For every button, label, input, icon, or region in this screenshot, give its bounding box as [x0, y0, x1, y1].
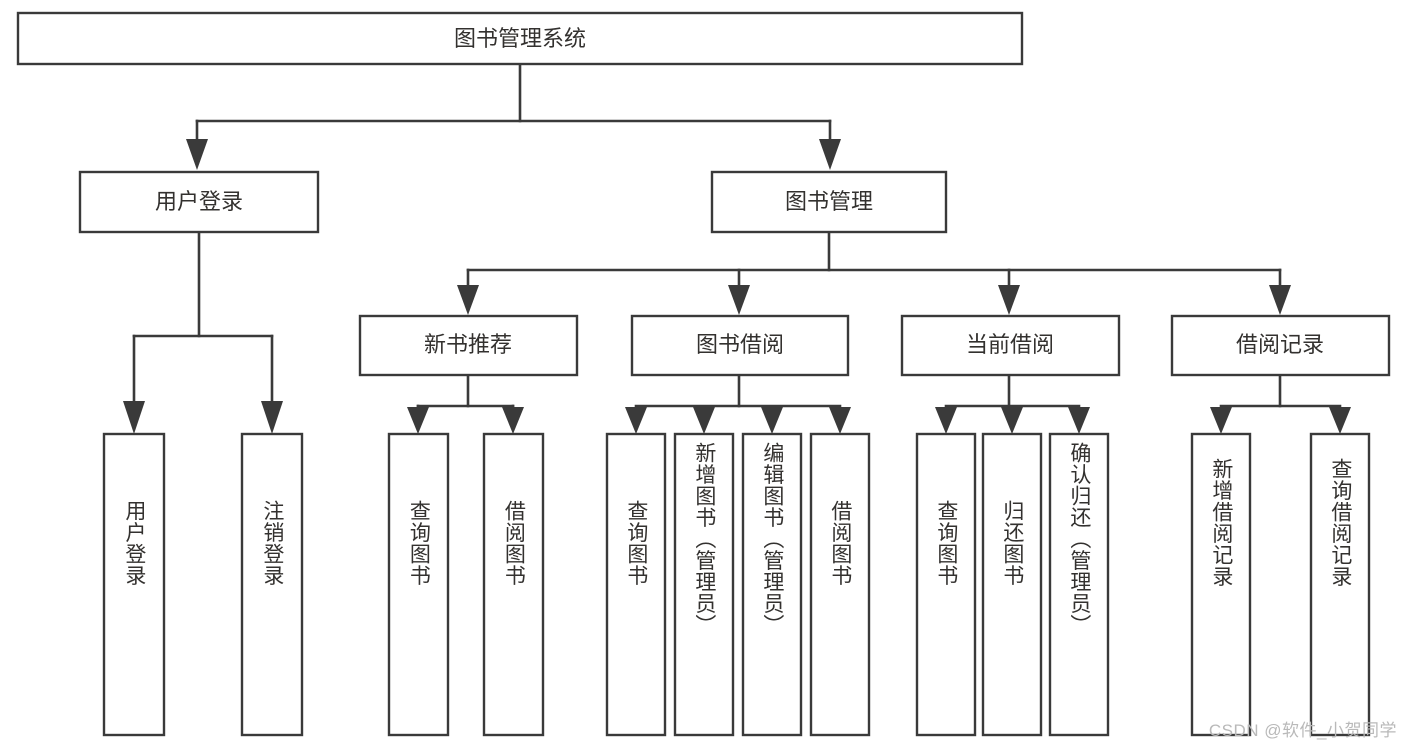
- arrow-head-user-login: [186, 139, 208, 170]
- node-user-login[interactable]: 用户登录: [78, 170, 320, 234]
- arrow-head-nb-borrow-book: [502, 407, 524, 434]
- leaf-rect-nb-query-book[interactable]: [387, 432, 450, 737]
- node-current-borrow-rect[interactable]: [900, 314, 1121, 377]
- node-borrow-record[interactable]: 借阅记录: [1170, 314, 1391, 377]
- leaf-rect-bb-edit-book[interactable]: [741, 432, 803, 737]
- leaf-rects-current-borrow: [915, 432, 1110, 737]
- leaf-rects-book-borrow: [605, 432, 871, 737]
- node-book-borrow-label: 图书借阅: [696, 332, 784, 357]
- arrow-head-bb-borrow-book: [829, 407, 851, 434]
- arrow-head-book-borrow: [728, 285, 750, 315]
- edges-user-login-to-leaves: [123, 230, 283, 434]
- leaf-rect-bb-query-book[interactable]: [605, 432, 667, 737]
- edges-borrow-record-to-leaves: [1210, 373, 1351, 434]
- leaf-rect-br-add-record[interactable]: [1190, 432, 1252, 737]
- arrow-head-bb-query-book: [625, 407, 647, 434]
- node-root-rect[interactable]: [16, 11, 1024, 66]
- node-current-borrow[interactable]: 当前借阅: [900, 314, 1121, 377]
- node-new-book-recommend-label: 新书推荐: [424, 332, 512, 357]
- arrow-head-br-query-record: [1329, 407, 1351, 434]
- leaf-rect-cb-return-book[interactable]: [981, 432, 1043, 737]
- csdn-watermark: CSDN @软件_小贺同学: [1208, 721, 1397, 740]
- node-book-borrow[interactable]: 图书借阅: [630, 314, 850, 377]
- arrow-head-leaf-logout: [261, 401, 283, 434]
- leaf-rect-cb-query-book[interactable]: [915, 432, 977, 737]
- arrow-head-bb-edit-book: [761, 407, 783, 434]
- leaf-rect-user-login[interactable]: [102, 432, 166, 737]
- edges-current-borrow-to-leaves: [935, 373, 1090, 434]
- leaf-rect-bb-add-book[interactable]: [673, 432, 735, 737]
- arrow-head-nb-query-book: [407, 407, 429, 434]
- node-book-borrow-rect[interactable]: [630, 314, 850, 377]
- leaf-rect-br-query-record[interactable]: [1309, 432, 1371, 737]
- arrow-head-bb-add-book: [693, 407, 715, 434]
- edges-book-manage-to-level2: [457, 230, 1291, 315]
- node-current-borrow-label: 当前借阅: [966, 332, 1054, 357]
- arrow-head-cb-confirm-return: [1068, 407, 1090, 434]
- leaf-rect-cb-confirm-return[interactable]: [1048, 432, 1110, 737]
- node-new-book-recommend-rect[interactable]: [358, 314, 579, 377]
- arrow-head-cb-query-book: [935, 407, 957, 434]
- leaf-rects-user-login: [102, 432, 304, 737]
- edges-root-to-level1: [186, 62, 841, 170]
- leaf-rects-borrow-record: [1190, 432, 1371, 737]
- edges-new-book-to-leaves: [407, 373, 524, 434]
- node-book-manage-label: 图书管理: [785, 189, 873, 214]
- leaf-rect-logout[interactable]: [240, 432, 304, 737]
- arrow-head-br-add-record: [1210, 407, 1232, 434]
- node-book-manage-rect[interactable]: [710, 170, 948, 234]
- leaf-rect-bb-borrow-book[interactable]: [809, 432, 871, 737]
- arrow-head-new-book: [457, 285, 479, 315]
- arrow-head-borrow-record: [1269, 285, 1291, 315]
- edges-book-borrow-to-leaves: [625, 373, 851, 434]
- arrow-head-current-borrow: [998, 285, 1020, 315]
- arrow-head-book-manage: [819, 139, 841, 170]
- node-root-label: 图书管理系统: [454, 26, 586, 51]
- node-borrow-record-label: 借阅记录: [1236, 332, 1324, 357]
- arrow-head-leaf-user-login: [123, 401, 145, 434]
- node-root[interactable]: 图书管理系统: [16, 11, 1024, 66]
- leaf-rect-nb-borrow-book[interactable]: [482, 432, 545, 737]
- node-borrow-record-rect[interactable]: [1170, 314, 1391, 377]
- node-new-book-recommend[interactable]: 新书推荐: [358, 314, 579, 377]
- node-user-login-label: 用户登录: [155, 189, 243, 214]
- leaf-rects-new-book: [387, 432, 545, 737]
- node-user-login-rect[interactable]: [78, 170, 320, 234]
- arrow-head-cb-return-book: [1001, 407, 1023, 434]
- node-book-manage[interactable]: 图书管理: [710, 170, 948, 234]
